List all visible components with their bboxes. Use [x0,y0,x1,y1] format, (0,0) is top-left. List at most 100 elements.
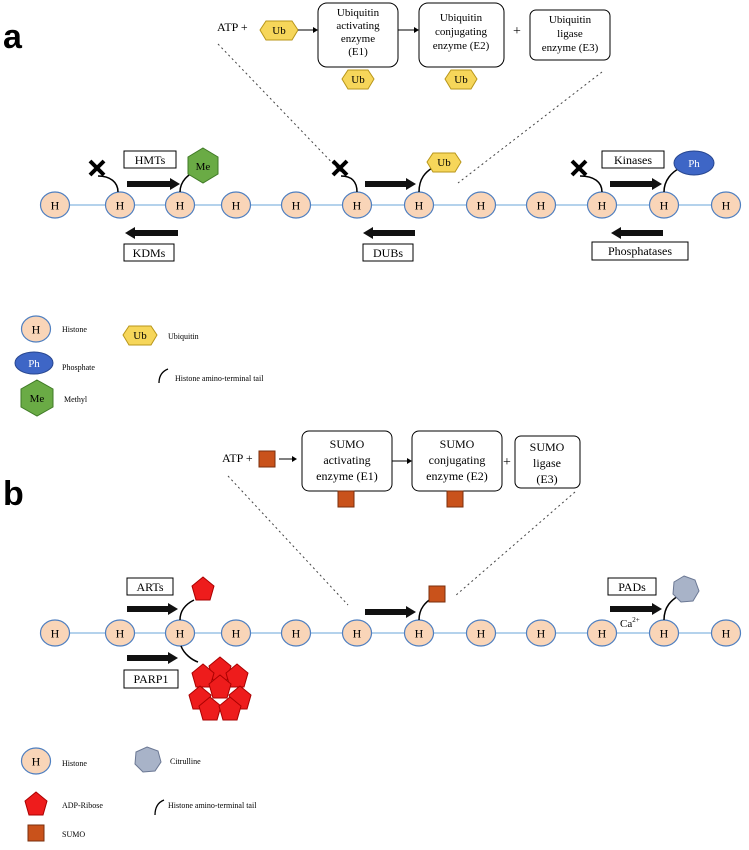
sumo-e2-line-1: SUMO [440,437,475,451]
histone-a-6: H [341,191,373,219]
arts-label-box: ARTs [126,577,174,596]
e3-line-1: Ubiquitin [549,14,592,26]
sumo-e1-line-1: SUMO [330,437,365,451]
sumo-e2-line-2: conjugating [429,453,486,467]
svg-text:H: H [32,323,41,337]
svg-text:H: H [477,627,486,641]
svg-text:H: H [415,199,424,213]
legend-sumo-label: SUMO [62,830,85,839]
reverse-arrow-kdms [125,227,178,239]
svg-text:H: H [51,627,60,641]
histone-b-9: H [525,619,557,647]
e3-box: Ubiquitin ligase enzyme (E3) [529,9,611,61]
panel-a-label: a [3,18,23,56]
forward-arrow-parp1 [127,652,178,664]
sumo-e3-line-1: SUMO [530,440,565,454]
histone-chain-b-nodes: H H H H H H H H H H H H [39,619,742,647]
histone-b-8: H [465,619,497,647]
kdms-label-box: KDMs [123,243,175,262]
e1-line-2: activating [336,20,380,32]
histone-b-12: H [710,619,742,647]
svg-text:H: H [232,627,241,641]
forward-arrow-sumoylation [365,606,416,618]
svg-text:H: H [292,627,301,641]
poly-adp-ribose-cluster-icon [188,656,252,721]
histone-a-2: H [104,191,136,219]
kdms-label: KDMs [133,246,166,260]
arrow-atp-to-sumo-e1-head [292,456,297,462]
hmts-label-box: HMTs [123,150,177,169]
reverse-arrow-dubs [363,227,415,239]
dubs-label-box: DUBs [362,243,414,262]
svg-text:H: H [660,627,669,641]
forward-arrow-kinases [610,178,662,190]
reverse-arrow-phosphatases [611,227,663,239]
histone-b-5: H [280,619,312,647]
legend-sumo-icon [27,824,45,842]
histone-a-4: H [220,191,252,219]
histone-a-3: H [164,191,196,219]
e1-line-1: Ubiquitin [337,7,380,19]
svg-text:Me: Me [30,393,45,405]
svg-text:H: H [415,627,424,641]
svg-text:Ub: Ub [133,330,147,342]
svg-text:H: H [660,199,669,213]
arrow-sumo-e1-to-e2-head [407,458,412,464]
svg-text:H: H [353,199,362,213]
hmts-label: HMTs [135,153,166,167]
sumo-e1-line-2: activating [323,453,370,467]
histone-a-12: H [710,191,742,219]
svg-text:H: H [598,199,607,213]
histone-tail-a-4 [418,167,433,193]
sumo-e2-box: SUMO conjugating enzyme (E2) [411,430,503,492]
sumo-square-icon-e1 [337,490,355,508]
ubiquitin-badge-e2-label: Ub [454,74,468,86]
histone-a-5: H [280,191,312,219]
sumo-e1-box: SUMO activating enzyme (E1) [301,430,393,492]
legend-ubiquitin-icon: Ub [122,325,158,346]
sumo-e3-line-3: (E3) [536,472,557,486]
ubiquitin-badge-atp: Ub [259,20,299,41]
sumo-e3-line-2: ligase [533,456,561,470]
legend-tail-icon-b [154,799,165,816]
svg-text:H: H [232,199,241,213]
histone-tail-a-6 [663,167,681,193]
sumo-square-icon-e2 [446,490,464,508]
histone-tail-b-1 [179,599,195,621]
legend-adp-ribose-label: ADP-Ribose [62,801,103,810]
legend-methyl-icon: Me [20,379,54,417]
svg-text:H: H [537,199,546,213]
legend-adp-ribose-icon [24,791,48,816]
histone-b-6: H [341,619,373,647]
legend-phosphate-label: Phosphate [62,363,95,372]
dotted-guide-left-b [227,475,349,606]
histone-tail-b-4 [663,595,679,621]
svg-text:H: H [353,627,362,641]
e2-line-3: enzyme (E2) [433,40,490,52]
pads-label-box: PADs [607,577,657,596]
histone-tail-a-1 [97,175,119,193]
citrulline-heptagon-icon [672,575,700,603]
legend-methyl-label: Methyl [64,395,88,404]
parp1-label: PARP1 [134,672,169,686]
histone-tail-a-3 [340,175,358,193]
svg-text:H: H [292,199,301,213]
histone-b-7: H [403,619,435,647]
histone-b-2: H [104,619,136,647]
atp-label-b: ATP + [222,451,253,465]
histone-a-11: H [648,191,680,219]
legend-tail-label-b: Histone amino-terminal tail [168,801,257,810]
ubiquitin-badge-attached-label: Ub [437,157,451,169]
methyl-hexagon-icon: Me [187,147,219,184]
tail-cross-icon-a-2 [331,159,349,177]
svg-text:Ph: Ph [28,358,40,370]
ubiquitin-badge-attached: Ub [426,152,462,173]
histone-tail-b-2 [180,645,199,663]
e1-line-3: enzyme [341,33,375,45]
histone-a-9: H [525,191,557,219]
svg-text:H: H [598,627,607,641]
e3-line-3: enzyme (E3) [542,42,599,54]
histone-a-8: H [465,191,497,219]
methyl-label: Me [196,161,211,173]
histone-tail-a-5 [579,175,603,193]
